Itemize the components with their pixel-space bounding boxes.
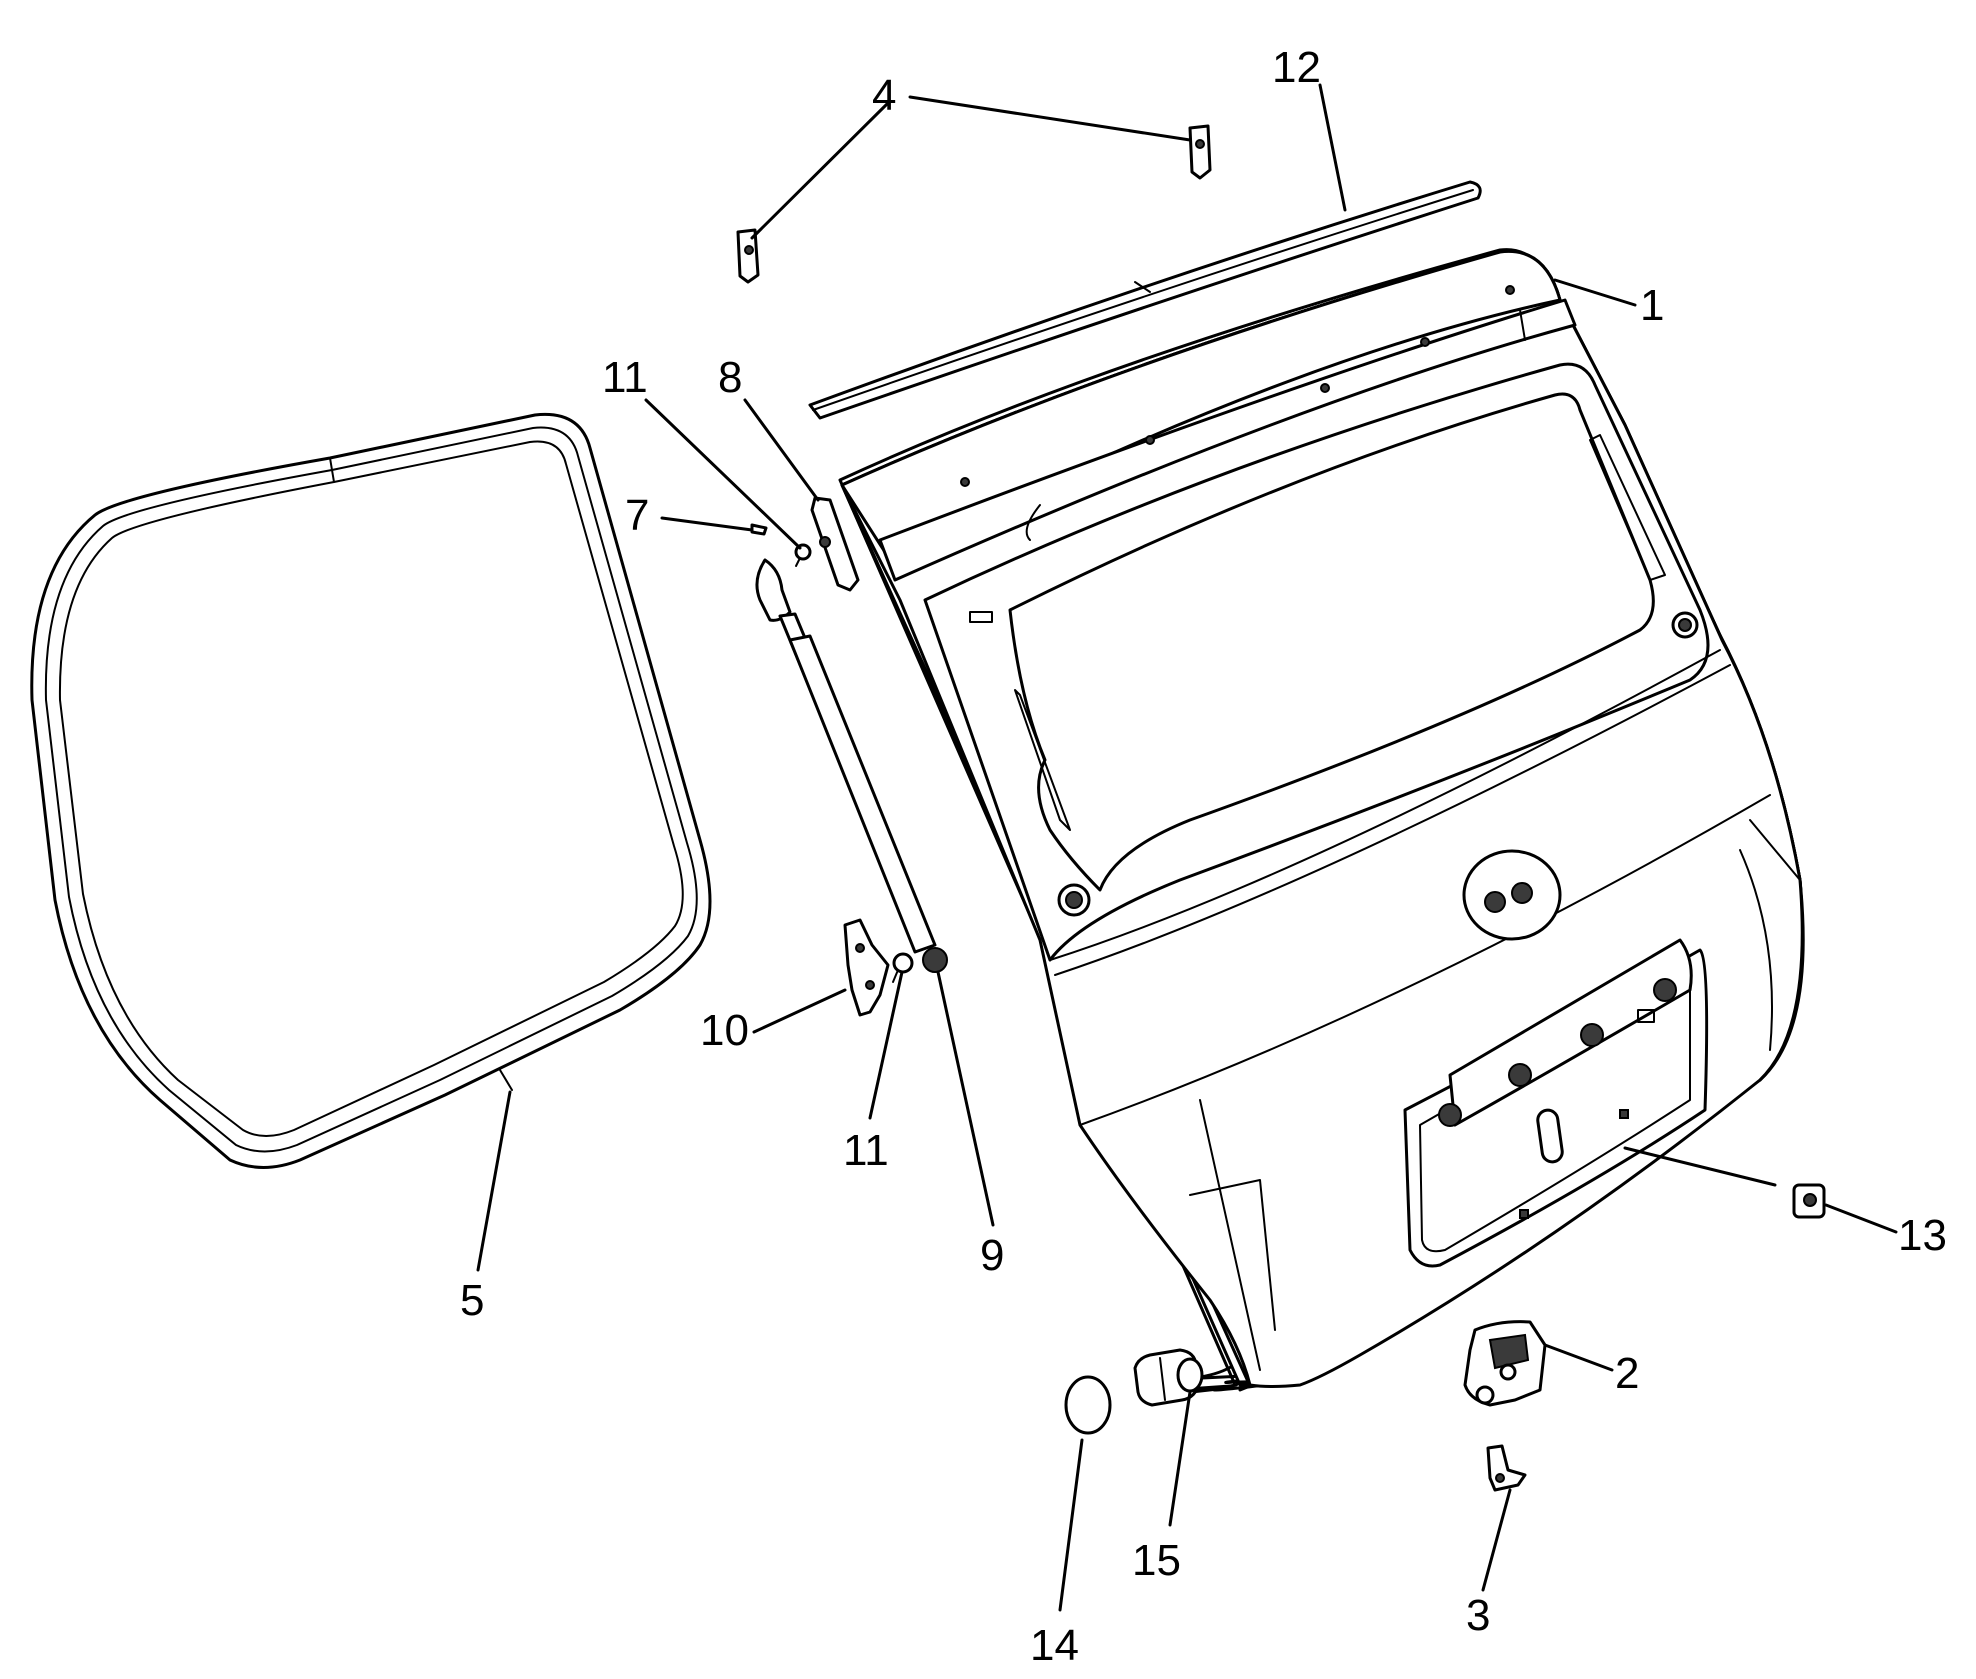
part-4-hinge-left bbox=[736, 228, 760, 284]
part-14-plug bbox=[1064, 1375, 1112, 1435]
callout-7: 7 bbox=[625, 491, 649, 540]
liftgate-outline bbox=[840, 249, 1804, 1388]
callout-3: 3 bbox=[1466, 1591, 1490, 1640]
part-12-spoiler-strip bbox=[808, 180, 1482, 420]
callout-11-bottom: 11 bbox=[843, 1126, 889, 1175]
leader-9 bbox=[936, 970, 995, 1227]
leader-lines bbox=[476, 83, 1898, 1612]
leader-10 bbox=[752, 988, 847, 1034]
part-4-hinge-right bbox=[1188, 124, 1212, 180]
leader-14 bbox=[1058, 1438, 1084, 1612]
leader-1 bbox=[1553, 278, 1637, 307]
callout-1: 1 bbox=[1640, 281, 1664, 330]
leader-4b bbox=[908, 95, 1192, 142]
leader-11b bbox=[868, 970, 904, 1120]
callout-13: 13 bbox=[1898, 1211, 1947, 1260]
part-8-strut-upper-bracket bbox=[810, 496, 860, 592]
part-15-lock-cylinder bbox=[1133, 1348, 1204, 1407]
callout-12: 12 bbox=[1272, 43, 1321, 92]
leader-13b bbox=[1623, 1146, 1777, 1187]
leader-12 bbox=[1318, 83, 1347, 212]
leader-13 bbox=[1824, 1203, 1898, 1234]
callout-14: 14 bbox=[1030, 1621, 1079, 1670]
callout-8: 8 bbox=[718, 353, 742, 402]
leader-8 bbox=[743, 398, 820, 502]
leader-2 bbox=[1543, 1343, 1614, 1372]
callout-10: 10 bbox=[700, 1006, 749, 1055]
part-13-clip bbox=[1792, 1183, 1826, 1219]
leader-3 bbox=[1481, 1488, 1512, 1592]
leader-11a bbox=[644, 398, 802, 550]
part-5-liftgate-glass-seal bbox=[30, 412, 712, 1169]
callout-5: 5 bbox=[460, 1276, 484, 1325]
leader-4a bbox=[750, 101, 890, 240]
part-11-ball-stud-bottom bbox=[892, 952, 914, 983]
part-3-striker bbox=[1486, 1444, 1527, 1492]
callout-labels: 1 2 3 4 5 7 8 9 10 11 11 12 13 14 15 bbox=[460, 43, 1947, 1670]
part-9-gas-strut bbox=[755, 558, 948, 973]
callout-11-top: 11 bbox=[602, 353, 648, 402]
part-10-strut-lower-bracket bbox=[843, 918, 890, 1017]
part-2-latch bbox=[1463, 1320, 1547, 1407]
leader-15 bbox=[1168, 1390, 1192, 1527]
leader-5 bbox=[476, 1090, 512, 1272]
callout-4: 4 bbox=[872, 71, 896, 120]
part-7-fastener bbox=[750, 523, 768, 536]
callout-15: 15 bbox=[1132, 1536, 1181, 1585]
leader-7 bbox=[660, 516, 754, 532]
callout-9: 9 bbox=[980, 1231, 1004, 1280]
callout-2: 2 bbox=[1615, 1349, 1639, 1398]
